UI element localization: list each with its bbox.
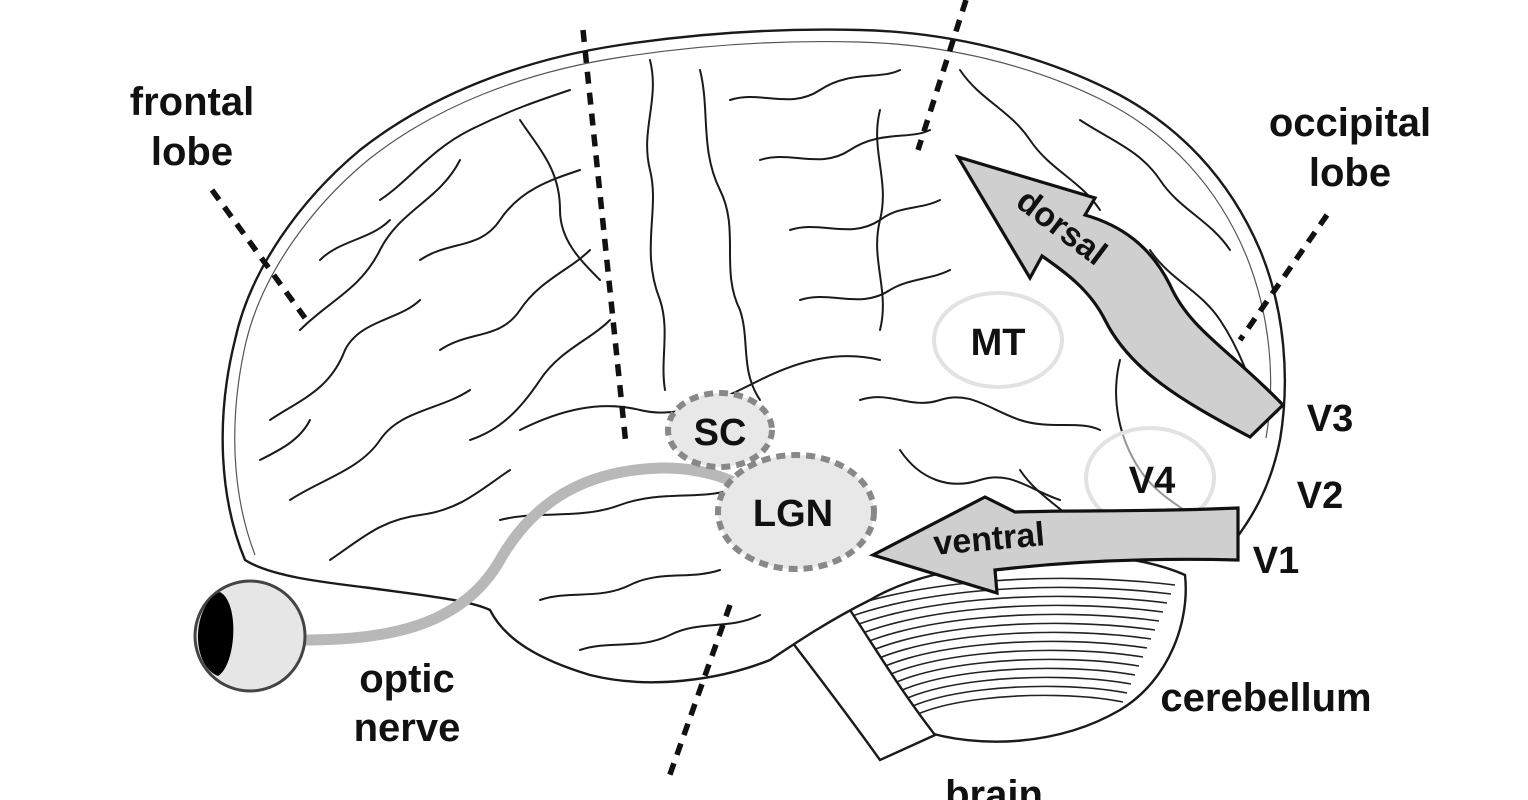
- lgn-area: [715, 452, 877, 572]
- optic-nerve-label-line1: optic: [359, 657, 455, 701]
- central-sulcus-dashed-line: [580, 29, 629, 446]
- dorsal-stream-arrow: [954, 154, 1286, 439]
- occipital-lobe-label-line2: lobe: [1309, 151, 1391, 195]
- brain-label: brain: [945, 773, 1043, 800]
- v2-label: V2: [1297, 475, 1343, 517]
- temporal-dashed-line: [665, 604, 733, 781]
- frontal-lobe-label-line2: lobe: [151, 130, 233, 174]
- eye: [193, 579, 307, 693]
- v1-label: V1: [1253, 540, 1299, 582]
- occipital-lobe-label-line1: occipital: [1269, 101, 1431, 145]
- frontal-lobe-pointer-line: [209, 188, 308, 320]
- optic-nerve-label-line2: nerve: [354, 706, 461, 750]
- sc-area: [665, 390, 775, 470]
- parietal-occipital-dashed-line: [915, 0, 969, 151]
- mt-label: MT: [971, 322, 1026, 364]
- lgn-label: LGN: [753, 493, 833, 535]
- cerebellum-label: cerebellum: [1160, 676, 1371, 720]
- optic-nerve-path: [294, 462, 766, 646]
- ventral-stream-arrow: [868, 495, 1240, 596]
- occipital-lobe-pointer-line: [1237, 213, 1330, 342]
- v3-label: V3: [1307, 398, 1353, 440]
- sc-label: SC: [694, 412, 747, 454]
- frontal-lobe-label-line1: frontal: [130, 80, 254, 124]
- mt-area: [932, 291, 1064, 389]
- eye-pupil: [197, 592, 234, 676]
- cerebellum-fold-line: [820, 586, 1172, 630]
- v4-label: V4: [1129, 460, 1175, 502]
